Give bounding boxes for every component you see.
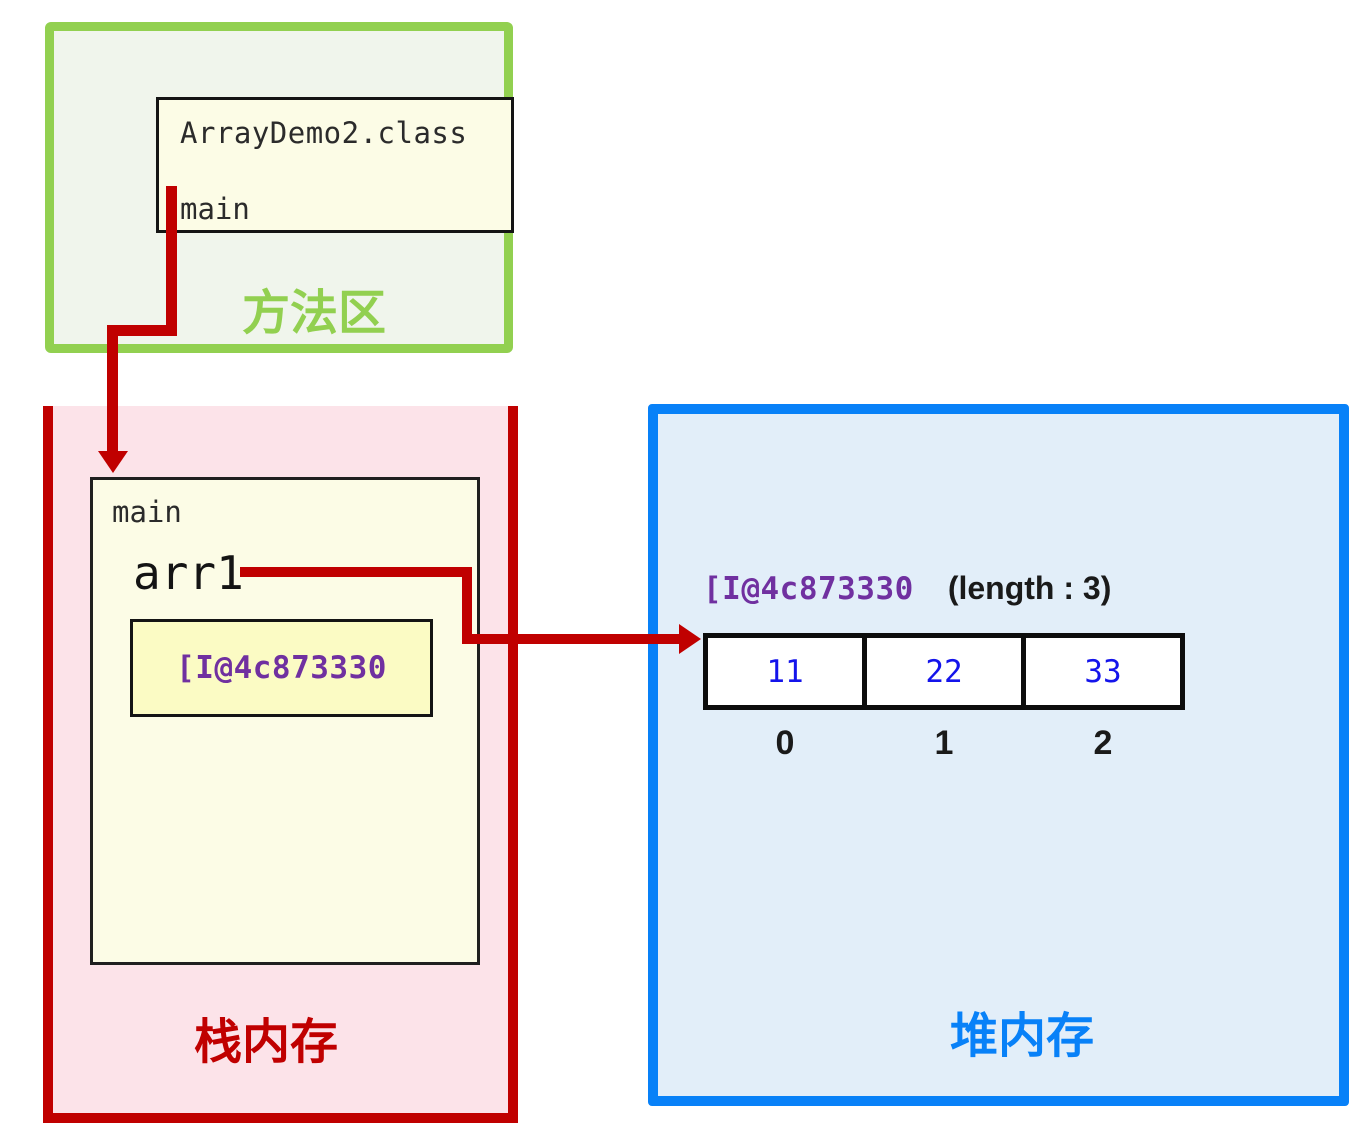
array-cell-value: 11 bbox=[766, 653, 804, 690]
array-cell-2: 33 bbox=[1021, 633, 1185, 710]
arrow-segment bbox=[462, 634, 679, 644]
class-method-text: main bbox=[180, 192, 250, 226]
arrow-segment bbox=[166, 186, 177, 336]
arrow-head-right-icon bbox=[679, 624, 701, 654]
heap-length-text: (length : 3) bbox=[947, 570, 1112, 606]
stack-frame-title: main bbox=[112, 495, 182, 529]
arrow-segment bbox=[107, 325, 177, 336]
heap-array-row: 11 22 33 bbox=[703, 633, 1185, 710]
method-area-label: 方法区 bbox=[241, 287, 386, 340]
stack-frame-main: main arr1 [I@4c873330 bbox=[90, 477, 480, 965]
array-index-label: 0 bbox=[775, 724, 795, 762]
array-cell-value: 33 bbox=[1084, 653, 1122, 690]
array-index-label: 2 bbox=[1093, 724, 1113, 762]
array-cell-0: 11 bbox=[703, 633, 867, 710]
heap-box bbox=[648, 404, 1349, 1106]
array-cell-value: 22 bbox=[925, 653, 963, 690]
stack-label: 栈内存 bbox=[193, 1016, 338, 1069]
variable-arr1-label: arr1 bbox=[133, 546, 244, 600]
method-area-box: ArrayDemo2.class main 方法区 bbox=[45, 22, 514, 353]
heap-label: 堆内存 bbox=[949, 1010, 1094, 1063]
array-index-label: 1 bbox=[934, 724, 954, 762]
stack-reference-text: [I@4c873330 bbox=[176, 650, 387, 686]
array-cell-1: 22 bbox=[862, 633, 1026, 710]
arrow-segment bbox=[462, 567, 472, 644]
heap-object-header: [I@4c873330 (length : 3) bbox=[703, 570, 1111, 607]
class-box: ArrayDemo2.class main bbox=[156, 97, 514, 233]
class-name-text: ArrayDemo2.class bbox=[180, 116, 468, 150]
arrow-segment bbox=[107, 325, 118, 453]
arrow-head-down-icon bbox=[98, 451, 128, 473]
heap-array-index-row: 0 1 2 bbox=[703, 724, 1185, 763]
arrow-segment bbox=[240, 567, 472, 577]
heap-reference-text: [I@4c873330 bbox=[703, 571, 914, 607]
reference-value-box: [I@4c873330 bbox=[130, 619, 433, 717]
